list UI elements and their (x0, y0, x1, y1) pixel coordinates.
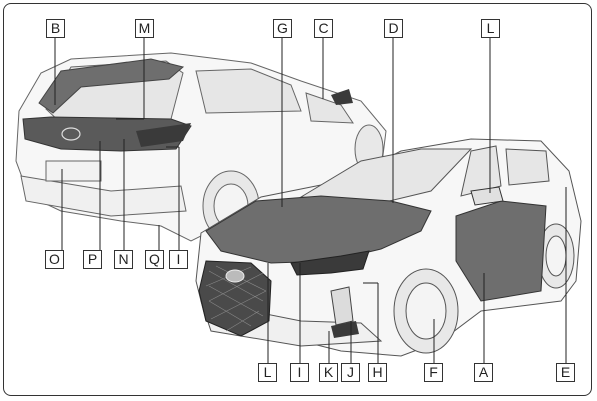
label-g: G (273, 19, 292, 38)
label-p: P (83, 250, 102, 269)
front-grille (198, 260, 272, 337)
label-q: Q (145, 250, 164, 269)
label-o: O (45, 250, 64, 269)
label-c: C (314, 19, 333, 38)
label-e: E (556, 363, 575, 382)
front-fog-lamp (330, 286, 354, 326)
rear-spoiler (38, 58, 185, 114)
vehicle-illustration (15, 37, 582, 363)
front-hood (205, 195, 432, 264)
label-l-bottom: L (258, 363, 277, 382)
leader-lines (54, 37, 567, 363)
label-k: K (319, 363, 338, 382)
front-emblem (225, 269, 245, 283)
front-headlamp (290, 250, 370, 276)
label-i-bottom: I (290, 363, 309, 382)
label-j: J (341, 363, 360, 382)
rear-tail-lamp (136, 123, 191, 147)
rear-emblem (61, 127, 81, 141)
label-n: N (114, 250, 133, 269)
label-b: B (46, 19, 65, 38)
rear-side-window (195, 68, 302, 114)
rear-side-mirror (331, 89, 353, 105)
label-f: F (424, 363, 443, 382)
diagram-frame: B M G C D L O P N Q I L I K J H F A E (3, 3, 592, 396)
grille-pattern (205, 265, 267, 332)
label-a: A (474, 363, 493, 382)
front-lower-vent (331, 321, 359, 338)
label-l-top: L (481, 19, 500, 38)
rear-plate-area (45, 160, 102, 182)
label-d: D (384, 19, 403, 38)
label-m: M (135, 19, 154, 38)
label-h: H (368, 363, 387, 382)
label-i-mid: I (169, 250, 188, 269)
